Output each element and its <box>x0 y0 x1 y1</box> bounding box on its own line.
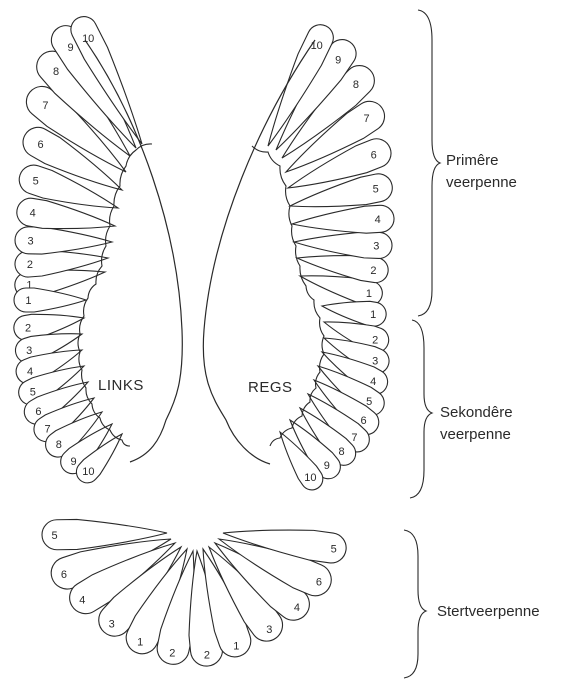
tail-left-feather-5-number: 1 <box>137 637 143 649</box>
left-wing-label: LINKS <box>98 377 144 394</box>
left-primary-feather-7-number: 7 <box>42 100 48 112</box>
left-secondary-feather-7-number: 7 <box>45 423 51 435</box>
right-primary-feather-1-number: 1 <box>366 288 372 300</box>
left-primary-feather-3-number: 3 <box>27 235 33 247</box>
left-secondary-feather-6-number: 6 <box>35 406 41 418</box>
right-secondary-feather-8-number: 8 <box>339 446 345 458</box>
tail-left-feather-6-number: 2 <box>169 648 175 660</box>
tail-right-feather-4-number: 4 <box>294 602 300 614</box>
tail-right-feather-6-number: 5 <box>331 543 337 555</box>
left-secondary-feather-9-number: 9 <box>71 456 77 468</box>
tail-left-feather-2-number: 6 <box>61 569 67 581</box>
left-secondary-feather-10-number: 10 <box>82 466 94 478</box>
tail-left-feather-3-number: 4 <box>79 595 85 607</box>
right-secondary-feather-6-number: 6 <box>361 415 367 427</box>
right-primary-feather-9-number: 9 <box>335 54 341 66</box>
tail-right-feather-2-number: 1 <box>233 640 239 652</box>
right-primary-feather-7-number: 7 <box>364 113 370 125</box>
right-secondary-feather-1-number: 1 <box>370 309 376 321</box>
tail-fan: 5 6 4 3 1 2 2 1 3 4 6 5 <box>42 519 346 666</box>
left-primary-feather-8-number: 8 <box>53 66 59 78</box>
right-primary-feather-10-number: 10 <box>311 40 323 52</box>
tail-left-feather-1-number: 5 <box>51 530 57 542</box>
left-secondary-feather-2-number: 2 <box>25 323 31 335</box>
left-secondary-feather-3-number: 3 <box>26 345 32 357</box>
right-primary-feather-4-number: 4 <box>375 214 381 226</box>
right-secondary-feather-10-number: 10 <box>304 472 316 484</box>
secondary-label-line2: veerpenne <box>440 426 511 443</box>
right-primary-feather-5-number: 5 <box>373 183 379 195</box>
tail-right-feather-5-number: 6 <box>316 576 322 588</box>
right-primary-feather-3-number: 3 <box>373 240 379 252</box>
left-primary-feather-5-number: 5 <box>33 175 39 187</box>
left-secondary-feather-8-number: 8 <box>56 439 62 451</box>
right-primary-feather-6-number: 6 <box>371 149 377 161</box>
right-primary-feather-2-number: 2 <box>370 265 376 277</box>
right-secondary-feather-4-number: 4 <box>370 376 376 388</box>
left-primary-feather-9-number: 9 <box>67 42 73 54</box>
tail-right-feather-3-number: 3 <box>266 624 272 636</box>
left-secondary-feather-5-number: 5 <box>30 387 36 399</box>
left-secondary-feather-4-number: 4 <box>27 366 33 378</box>
left-primary-feather-6-number: 6 <box>37 139 43 151</box>
tail-left-feather-4-number: 3 <box>109 619 115 631</box>
right-secondary-feather-3-number: 3 <box>372 355 378 367</box>
right-secondary-feather-7-number: 7 <box>351 432 357 444</box>
tail-brace <box>404 530 426 678</box>
primary-label-line1: Primêre <box>446 152 499 169</box>
left-secondary-feather-1-number: 1 <box>25 295 31 307</box>
left-covert-scallops <box>78 144 152 446</box>
secondary-label-line1: Sekondêre <box>440 404 513 421</box>
right-secondary-feather-2-number: 2 <box>372 335 378 347</box>
left-primary-feather-4-number: 4 <box>30 208 36 220</box>
tail-label: Stertveerpenne <box>437 603 540 620</box>
right-primary-feather-8-number: 8 <box>353 79 359 91</box>
secondary-brace <box>410 320 432 498</box>
primary-label-line2: veerpenne <box>446 174 517 191</box>
primary-brace <box>418 10 440 316</box>
tail-right-feather-1-number: 2 <box>204 650 210 662</box>
right-wing-label: REGS <box>248 379 293 396</box>
left-primary-feather-2-number: 2 <box>27 259 33 271</box>
right-secondary-feather-9-number: 9 <box>324 460 330 472</box>
left-primary-feather-10-number: 10 <box>82 33 94 45</box>
